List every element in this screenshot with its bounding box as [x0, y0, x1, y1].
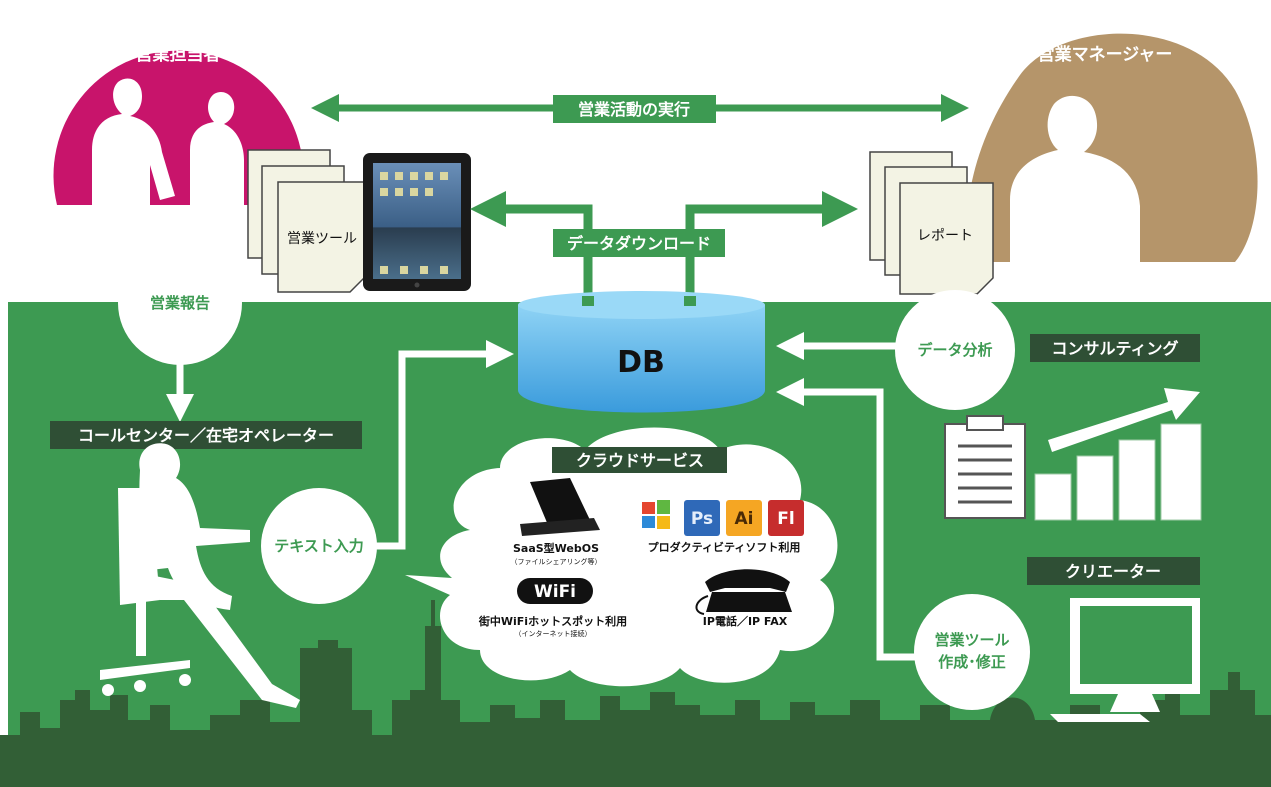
clipboard-icon [944, 415, 1026, 519]
wifi-logo-icon: WiFi [517, 578, 593, 604]
svg-text:Fl: Fl [777, 509, 794, 529]
sales-activity-label: 営業活動の実行 [578, 100, 690, 119]
cloud-shape [405, 427, 838, 687]
wifi-sublabel: （インターネット接続） [515, 629, 592, 638]
illustrator-icon: Ai [726, 500, 762, 536]
sales-rep-group: 営業担当者 [53, 44, 304, 212]
tool-creation-label-2: 作成･修正 [938, 653, 1006, 671]
sales-rep-silhouette-icon [92, 78, 175, 210]
creator-label: クリエーター [1065, 562, 1161, 581]
city-skyline [0, 600, 1271, 787]
ipad-icon [363, 153, 471, 291]
text-input-arrow [376, 340, 514, 550]
sales-activity-label-box [553, 95, 716, 123]
sales-report-label: 営業報告 [150, 294, 210, 312]
sales-report-bubble [118, 241, 242, 365]
database-cylinder: DB [518, 291, 765, 413]
flash-icon: Fl [768, 500, 804, 536]
ip-label: IP電話／IP FAX [703, 614, 788, 628]
data-analysis-bubble [895, 290, 1015, 410]
cloud-label: クラウドサービス [576, 451, 704, 470]
tool-creation-label-1: 営業ツール [934, 631, 1009, 649]
text-input-bubble [261, 488, 377, 604]
svg-text:Ps: Ps [691, 509, 713, 529]
saas-label: SaaS型WebOS [513, 541, 599, 555]
svg-text:WiFi: WiFi [534, 582, 576, 602]
text-input-label: テキスト入力 [274, 537, 364, 555]
windows-logo-icon [642, 500, 670, 529]
sales-manager-title: 営業マネージャー [1038, 44, 1173, 65]
call-center-label: コールセンター／在宅オペレーター [78, 426, 334, 445]
monitor-icon [1050, 598, 1200, 722]
consulting-label-box [1030, 334, 1200, 362]
db-label: DB [617, 345, 665, 380]
productivity-label: プロダクティビティソフト利用 [648, 540, 801, 554]
data-analysis-label: データ分析 [917, 341, 992, 359]
wifi-label: 街中WiFiホットスポット利用 [478, 614, 627, 628]
sales-manager-group: 営業マネージャー [966, 33, 1258, 262]
telephone-icon [695, 569, 792, 615]
saas-sublabel: （ファイルシェアリング等） [511, 557, 602, 566]
laptop-icon [520, 478, 600, 536]
sales-tools-doc-label: 営業ツール [287, 231, 357, 247]
consulting-label: コンサルティング [1051, 339, 1178, 358]
data-download-right-arrow [685, 191, 858, 300]
tool-creation-arrow [776, 378, 930, 661]
data-download-label-box [553, 229, 725, 257]
data-download-label: データダウンロード [567, 234, 711, 253]
call-center-label-box [50, 421, 362, 449]
svg-text:Ai: Ai [735, 509, 754, 529]
creator-label-box [1027, 557, 1200, 585]
data-download-left-arrow [470, 191, 593, 300]
sales-rep-title: 営業担当者 [136, 44, 221, 65]
sales-manager-silhouette-icon [1010, 95, 1140, 262]
tool-creation-bubble [914, 594, 1030, 710]
growth-bars-icon [1034, 388, 1202, 521]
sales-rep-silhouette-2-icon [190, 91, 244, 212]
photoshop-icon: Ps [684, 500, 720, 536]
sales-tools-docs: 営業ツール [247, 149, 367, 293]
report-doc-label: レポート [917, 228, 973, 244]
report-docs: レポート [869, 151, 994, 295]
cloud-label-box [552, 447, 727, 473]
operator-silhouette-icon [100, 443, 300, 708]
